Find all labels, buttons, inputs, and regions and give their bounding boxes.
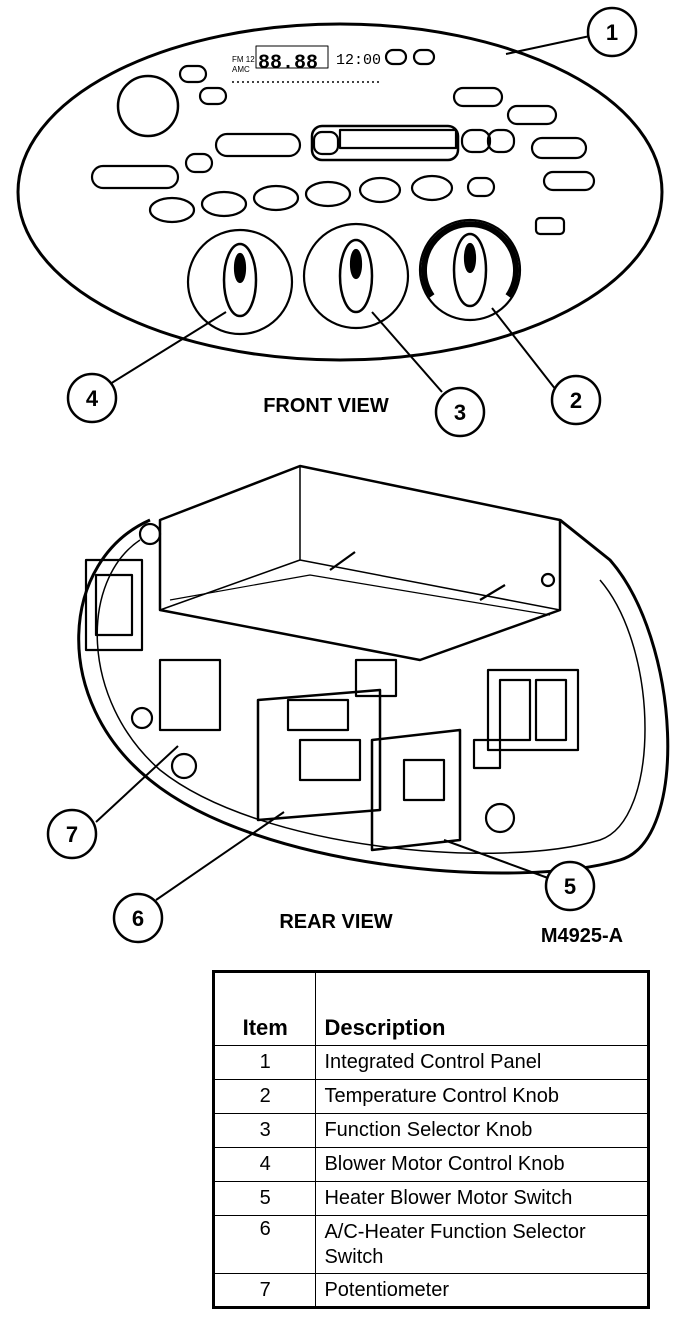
table-row: 1 Integrated Control Panel xyxy=(212,1045,649,1080)
callout-1: 1 xyxy=(586,6,638,58)
rear-view-label: REAR VIEW xyxy=(279,911,392,933)
control-panel-diagram: FM 12 AMC 88.88 12:00 xyxy=(16,6,670,947)
row-item: 7 xyxy=(212,1273,317,1308)
row-description: Blower Motor Control Knob xyxy=(315,1147,649,1182)
callout-6: 6 xyxy=(112,892,164,944)
table-row: 6 A/C-Heater Function Selector Switch xyxy=(212,1215,649,1274)
figure-code: M4925-A xyxy=(541,925,623,947)
svg-text:1: 1 xyxy=(606,20,618,45)
row-description: Function Selector Knob xyxy=(315,1113,649,1148)
svg-text:4: 4 xyxy=(86,386,99,411)
header-description: Description xyxy=(315,971,649,1046)
front-view-label: FRONT VIEW xyxy=(263,395,389,417)
callout-2: 2 xyxy=(550,374,602,426)
callout-4: 4 xyxy=(66,372,118,424)
row-item: 6 xyxy=(212,1215,317,1274)
table-row: 3 Function Selector Knob xyxy=(212,1113,649,1148)
svg-text:2: 2 xyxy=(570,388,582,413)
svg-text:3: 3 xyxy=(454,400,466,425)
row-item: 4 xyxy=(212,1147,317,1182)
table-row: 5 Heater Blower Motor Switch xyxy=(212,1181,649,1216)
callout-5: 5 xyxy=(544,860,596,912)
callout-3: 3 xyxy=(434,386,486,438)
table-row: 4 Blower Motor Control Knob xyxy=(212,1147,649,1182)
header-item: Item xyxy=(212,971,317,1046)
row-description: Heater Blower Motor Switch xyxy=(315,1181,649,1216)
display-digits: 88.88 xyxy=(258,52,318,75)
legend-table: Item Description 1 Integrated Control Pa… xyxy=(212,970,650,1309)
front-panel: FM 12 AMC 88.88 12:00 xyxy=(16,22,664,362)
display-clock: 12:00 xyxy=(336,52,381,69)
row-item: 3 xyxy=(212,1113,317,1148)
row-item: 1 xyxy=(212,1045,317,1080)
svg-text:6: 6 xyxy=(132,906,144,931)
leader-lines xyxy=(95,35,591,901)
table-row: 7 Potentiometer xyxy=(212,1273,649,1308)
legend-header-row: Item Description xyxy=(212,971,649,1046)
display-small-text: FM 12 xyxy=(232,55,255,64)
row-item: 5 xyxy=(212,1181,317,1216)
table-row: 2 Temperature Control Knob xyxy=(212,1079,649,1114)
row-description: Temperature Control Knob xyxy=(315,1079,649,1114)
row-description: Integrated Control Panel xyxy=(315,1045,649,1080)
svg-text:AMC: AMC xyxy=(232,65,250,74)
row-description: Potentiometer xyxy=(315,1273,649,1308)
callout-7: 7 xyxy=(46,808,98,860)
row-item: 2 xyxy=(212,1079,317,1114)
rear-housing xyxy=(77,464,670,875)
svg-text:5: 5 xyxy=(564,874,576,899)
callouts: 1 2 3 4 5 6 7 xyxy=(46,6,638,944)
row-description: A/C-Heater Function Selector Switch xyxy=(315,1215,649,1274)
svg-text:7: 7 xyxy=(66,822,78,847)
